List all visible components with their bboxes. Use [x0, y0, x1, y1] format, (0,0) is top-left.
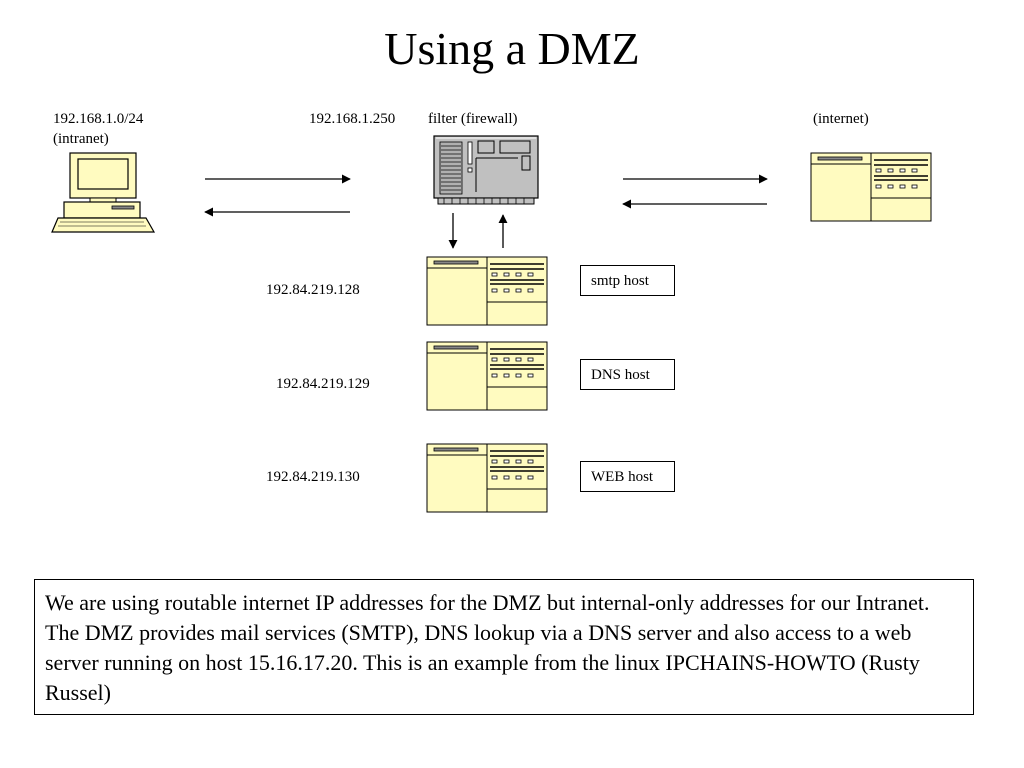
desktop-computer-icon — [51, 152, 156, 233]
intranet-name-label: (intranet) — [53, 131, 109, 147]
smtp-host-ip-label: 192.84.219.128 — [266, 282, 360, 298]
web-server-icon — [426, 443, 548, 513]
description-note: We are using routable internet IP addres… — [34, 579, 974, 715]
firewall-ip-label: 192.168.1.250 — [309, 111, 396, 127]
firewall-name-label: filter (firewall) — [428, 111, 518, 127]
smtp-host-label: smtp host — [580, 265, 675, 296]
page-title: Using a DMZ — [384, 23, 640, 74]
firewall-server-icon — [433, 135, 539, 205]
internet-server-icon — [810, 152, 932, 222]
dns-host-ip-label: 192.84.219.129 — [276, 376, 370, 392]
dns-server-icon — [426, 341, 548, 411]
web-host-ip-label: 192.84.219.130 — [266, 469, 360, 485]
web-host-label: WEB host — [580, 461, 675, 492]
dns-host-label: DNS host — [580, 359, 675, 390]
smtp-server-icon — [426, 256, 548, 326]
intranet-network-label: 192.168.1.0/24 — [53, 111, 144, 127]
internet-name-label: (internet) — [813, 111, 869, 127]
